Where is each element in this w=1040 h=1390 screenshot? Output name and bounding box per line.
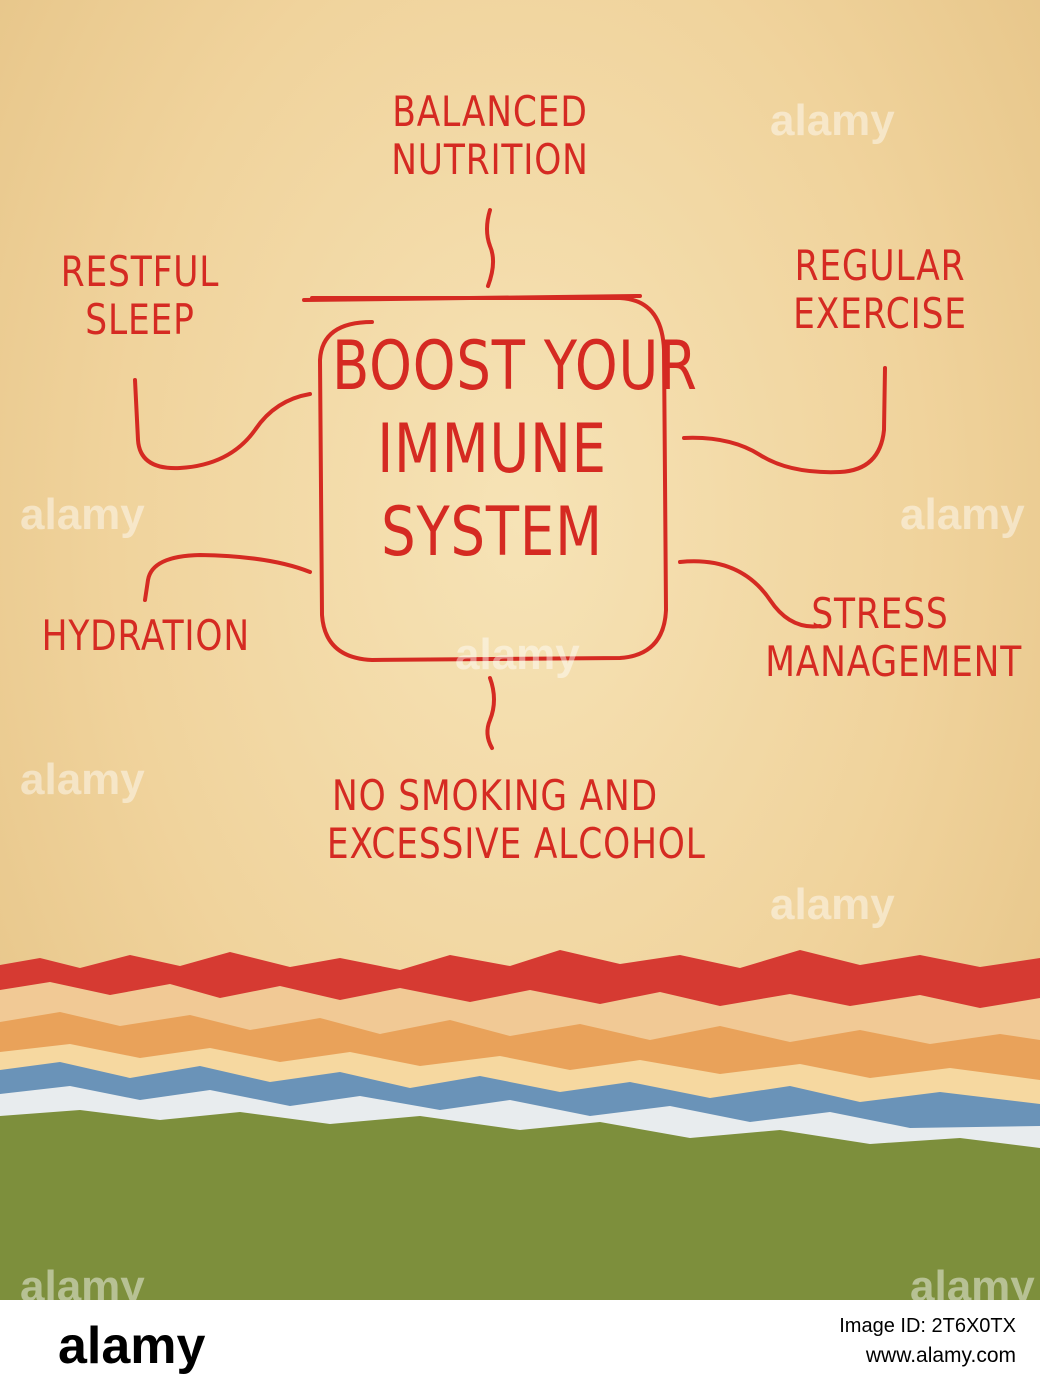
watermark-7: alamy — [20, 1262, 145, 1300]
center-box-top-stroke — [302, 294, 642, 302]
connector-left — [143, 552, 312, 602]
torn-paper-layers — [0, 950, 1040, 1300]
footer-bar: alamy Image ID: 2T6X0TX www.alamy.com — [0, 1300, 1040, 1390]
branch-right-line-2: MANAGEMENT — [765, 637, 1023, 687]
connector-top-right — [682, 366, 887, 475]
footer-image-id: Image ID: 2T6X0TX — [839, 1315, 1016, 1337]
watermark-6: alamy — [20, 755, 145, 804]
branch-top-line-1: BALANCED — [392, 87, 588, 136]
watermark-2: alamy — [20, 490, 145, 539]
connector-top-left — [133, 378, 312, 471]
branch-bottom: NO SMOKING AND EXCESSIVE ALCOHOL — [326, 771, 706, 869]
footer-site: www.alamy.com — [865, 1344, 1016, 1367]
connector-bottom — [485, 676, 496, 750]
branch-right: STRESS MANAGEMENT — [765, 589, 1023, 687]
center-box-outline — [310, 296, 669, 663]
branch-left: HYDRATION — [41, 611, 250, 660]
center-line-3: SYSTEM — [381, 492, 603, 572]
center-line-1: BOOST YOUR — [332, 327, 698, 406]
branch-top-line-2: NUTRITION — [391, 135, 589, 185]
branch-top-right: REGULAR EXERCISE — [790, 241, 970, 339]
branch-top-left: RESTFUL SLEEP — [58, 247, 222, 345]
branch-bottom-line-1: NO SMOKING AND — [332, 771, 658, 820]
watermark-8: alamy — [910, 1262, 1035, 1300]
center-line-2: IMMUNE — [377, 409, 607, 489]
connector-right — [678, 559, 822, 629]
branch-top: BALANCED NUTRITION — [383, 87, 596, 185]
branch-top-left-line-2: SLEEP — [85, 295, 195, 345]
center-topic: BOOST YOUR IMMUNE SYSTEM — [332, 326, 698, 575]
branch-top-left-line-1: RESTFUL — [60, 247, 220, 296]
watermark-4: alamy — [455, 630, 580, 679]
watermark-3: alamy — [900, 490, 1025, 539]
branch-top-right-line-1: REGULAR — [794, 241, 966, 290]
watermark-1: alamy — [770, 96, 895, 145]
footer-brand: alamy — [58, 1317, 206, 1375]
branch-right-line-1: STRESS — [811, 589, 949, 638]
branch-bottom-line-2: EXCESSIVE ALCOHOL — [326, 819, 706, 869]
watermark-5: alamy — [770, 880, 895, 929]
ink-connectors — [133, 208, 887, 750]
branch-left-line-1: HYDRATION — [41, 611, 250, 660]
green-paper-layer — [0, 1110, 1040, 1300]
footer-meta: Image ID: 2T6X0TX www.alamy.com — [839, 1312, 1016, 1371]
connector-top — [485, 208, 495, 288]
diagram-photo: BOOST YOUR IMMUNE SYSTEM BALANCED NUTRIT… — [0, 0, 1040, 1300]
branch-top-right-line-2: EXERCISE — [793, 289, 967, 339]
